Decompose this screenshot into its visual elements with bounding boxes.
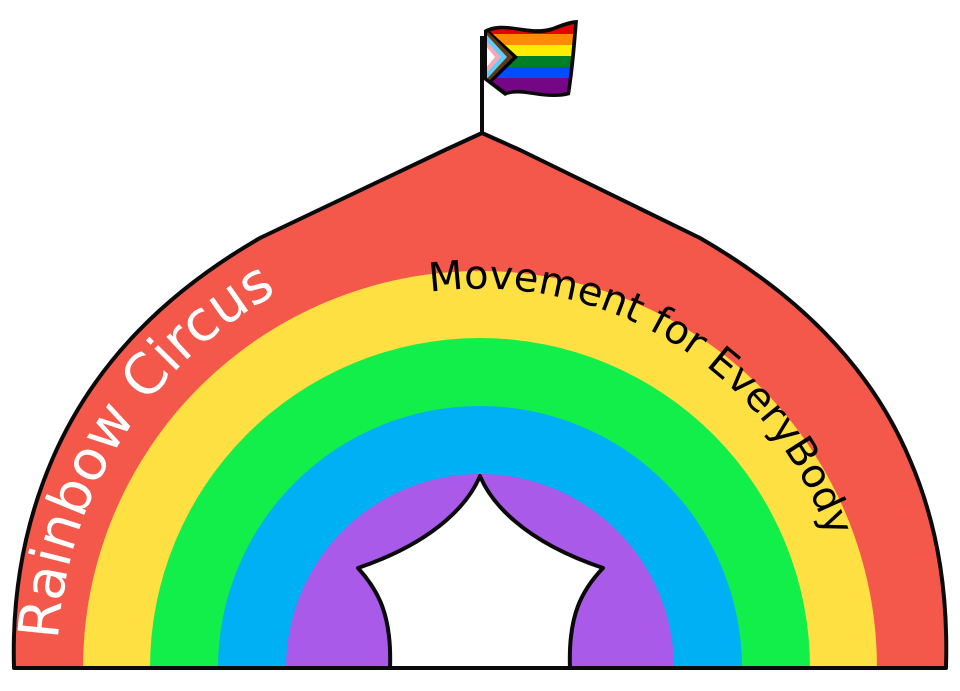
tent-entrance-star [356,474,605,670]
pride-flag-icon [484,20,578,98]
